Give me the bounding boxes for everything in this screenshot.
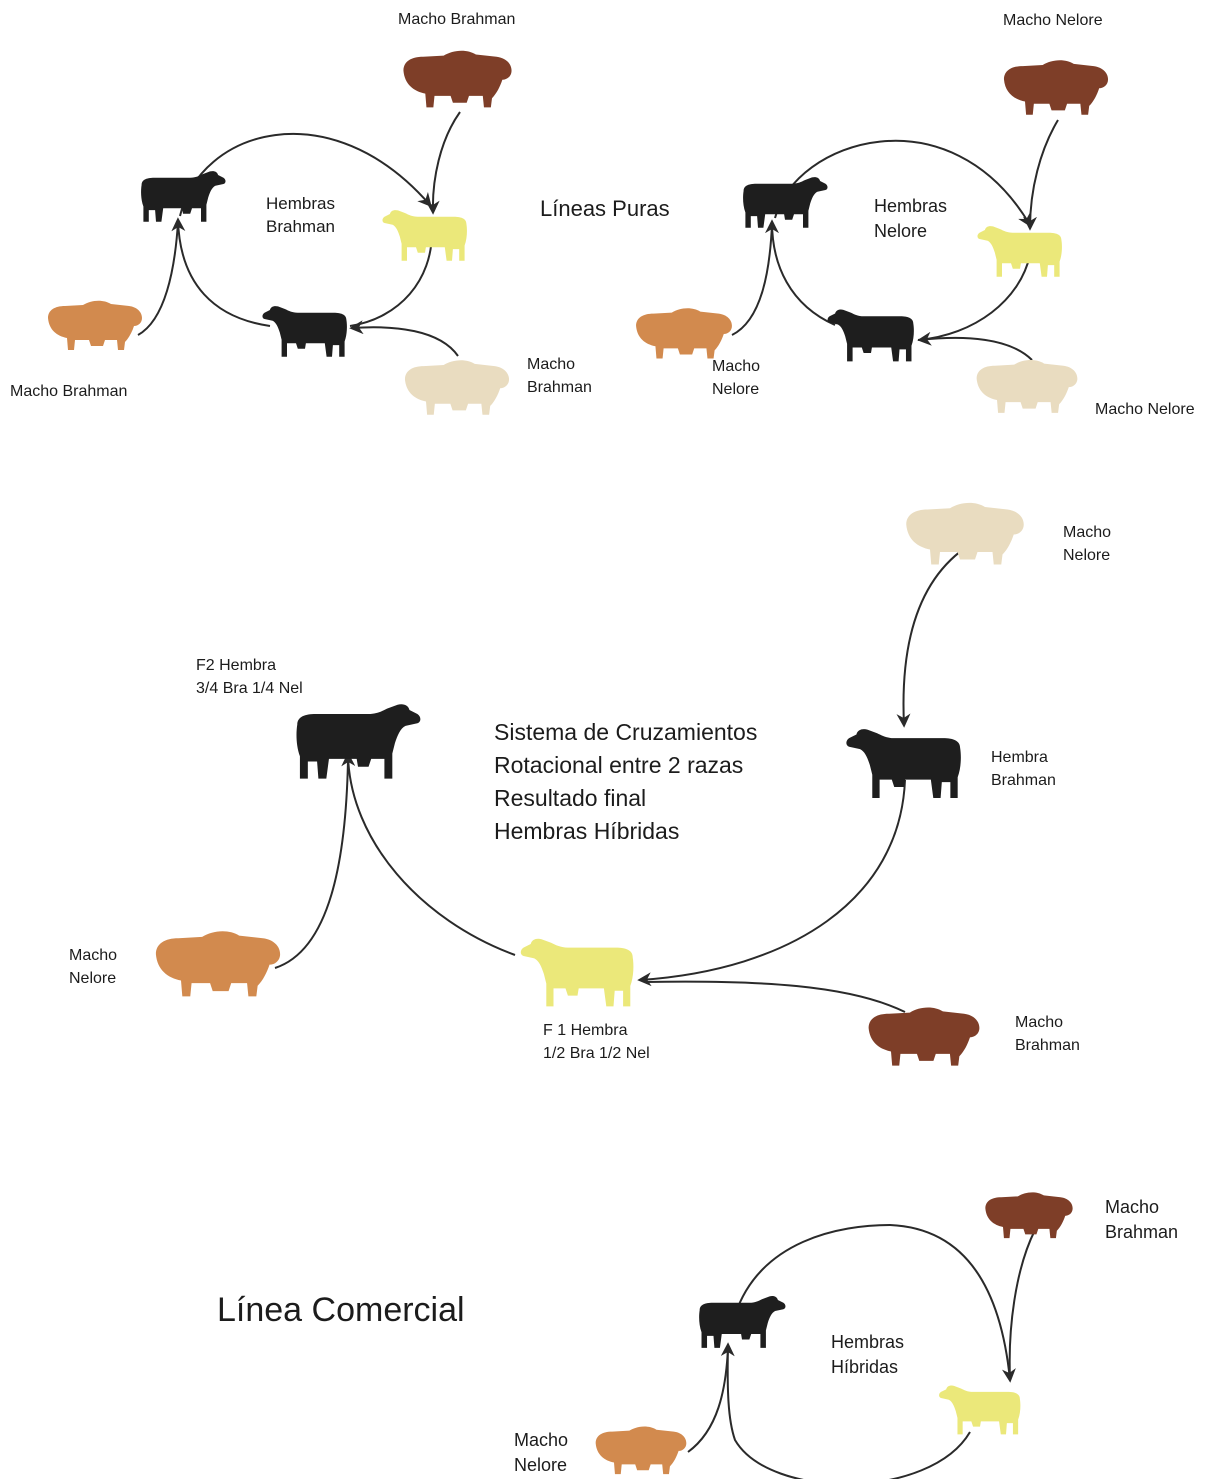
dark-brown-bull-icon (985, 1192, 1072, 1238)
label-f2-female: F2 Hembra 3/4 Bra 1/4 Nel (196, 654, 303, 700)
orange-bull-icon (636, 308, 732, 358)
black-cow-icon (828, 309, 914, 361)
label-rot-bull-nelore-left: Macho Nelore (69, 944, 117, 990)
label-comm-bull-nelore: Macho Nelore (514, 1428, 568, 1478)
dark-brown-bull-icon (403, 51, 511, 108)
cycle-arc-brahman-left (178, 220, 270, 326)
label-rot-bull-brahman: Macho Brahman (1015, 1011, 1080, 1057)
black-cow-icon (743, 177, 827, 228)
orange-bull-icon (48, 301, 142, 350)
label-bull-brahman-top: Macho Brahman (398, 8, 515, 31)
label-female-brahman: Hembra Brahman (991, 746, 1056, 792)
arc-f1-to-f2 (348, 755, 515, 955)
title-commercial-line: Línea Comercial (217, 1290, 465, 1330)
arrow-bull-nelore-to-brahman-female (904, 548, 965, 725)
yellow-cow-icon (521, 939, 634, 1007)
arrow-bull-bottom-brahman (352, 327, 458, 356)
black-cow-icon (699, 1296, 785, 1348)
black-cow-icon (262, 306, 346, 357)
arrow-bull-top-brahman (433, 112, 460, 212)
cream-bull-icon (405, 360, 509, 415)
arrow-bull-top-commercial (1010, 1230, 1035, 1378)
label-bull-brahman-left: Macho Brahman (10, 380, 127, 403)
arrow-bull-left-brahman (138, 222, 178, 335)
arrow-bull-bottom-nelore (920, 338, 1032, 360)
cream-bull-icon (977, 360, 1078, 413)
label-bull-nelore-left: Macho Nelore (712, 355, 760, 401)
dark-brown-bull-icon (869, 1008, 980, 1066)
title-rotational-system: Sistema de Cruzamientos Rotacional entre… (494, 716, 757, 848)
label-bull-nelore-top: Macho Nelore (1003, 9, 1103, 32)
label-females-hybrid: Hembras Híbridas (831, 1330, 904, 1380)
arrow-bull-brahman-to-f1 (645, 982, 905, 1012)
arrow-bull-left-nelore (732, 224, 772, 335)
black-cow-icon (141, 171, 225, 222)
label-rot-bull-nelore-top: Macho Nelore (1063, 521, 1111, 567)
arrow-bull-nelore-to-f2 (275, 760, 348, 968)
label-females-brahman: Hembras Brahman (266, 192, 335, 238)
yellow-cow-icon (382, 210, 466, 261)
title-pure-lines: Líneas Puras (540, 192, 670, 225)
label-females-nelore: Hembras Nelore (874, 194, 947, 244)
cycle-arc-nelore-left (772, 222, 835, 325)
yellow-cow-icon (977, 226, 1061, 277)
label-bull-brahman-bottom: Macho Brahman (527, 353, 592, 399)
label-f1-female: F 1 Hembra 1/2 Bra 1/2 Nel (543, 1019, 650, 1065)
black-cow-icon (296, 704, 420, 778)
orange-bull-icon (596, 1427, 687, 1475)
orange-bull-icon (156, 931, 280, 996)
arrow-bull-top-nelore (1030, 120, 1058, 228)
arrow-bull-left-commercial (688, 1348, 728, 1452)
label-comm-bull-brahman: Macho Brahman (1105, 1195, 1178, 1245)
yellow-cow-icon (939, 1386, 1020, 1435)
label-bull-nelore-bottom: Macho Nelore (1095, 398, 1195, 421)
cream-bull-icon (906, 503, 1024, 565)
dark-brown-bull-icon (1004, 60, 1108, 115)
